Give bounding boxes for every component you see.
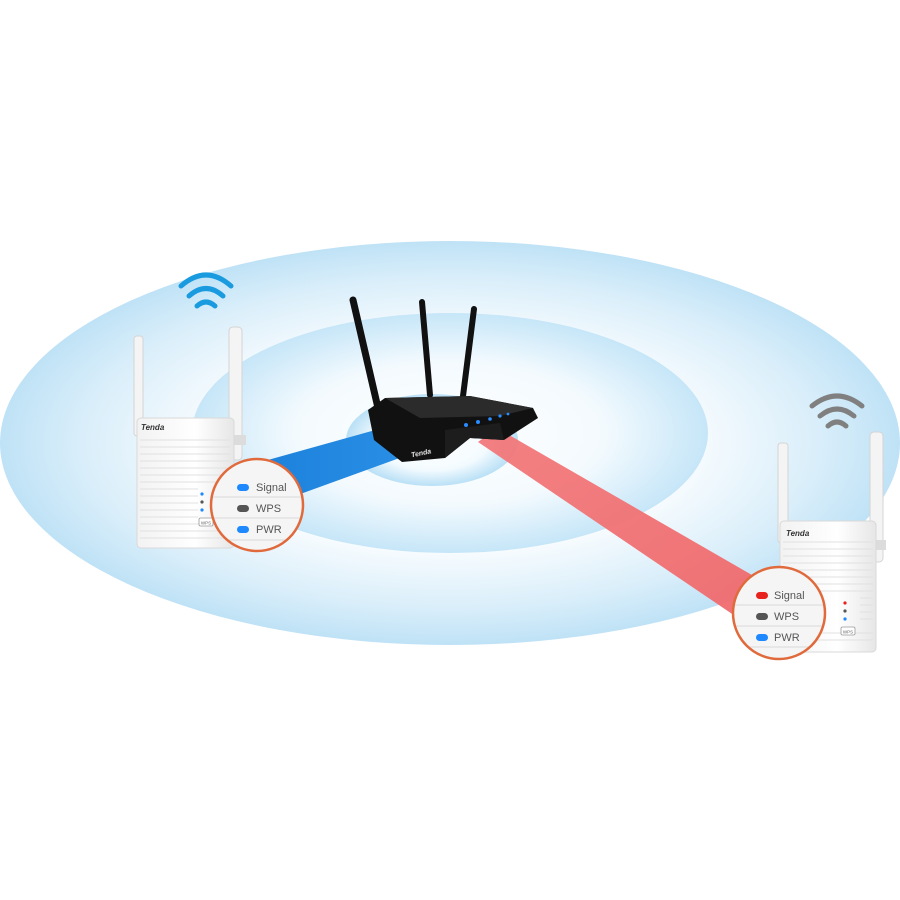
led-pwr-label-left: PWR (256, 524, 282, 536)
led-pwr-indicator-right (756, 634, 768, 641)
extender-right-wps-button-label: WPS (843, 630, 853, 635)
router-antenna-middle (419, 299, 433, 398)
led-wps-label-left: WPS (256, 503, 281, 515)
weak-link-beam (478, 428, 764, 622)
led-pwr-label-right: PWR (774, 632, 800, 644)
extender-left-led-callout: Signal WPS PWR (209, 457, 305, 553)
router: Tenda (349, 296, 538, 462)
extender-right-led-callout: Signal WPS PWR (731, 565, 827, 661)
led-wps-indicator-right (756, 613, 768, 620)
led-signal-indicator-left (237, 484, 249, 491)
led-signal-indicator-right (756, 592, 768, 599)
extender-left-vent-lines (140, 439, 230, 539)
router-antenna-right (459, 306, 477, 407)
led-wps-label-right: WPS (774, 611, 799, 623)
router-brand: Tenda (411, 448, 432, 459)
extender-left-wps-button-label: WPS (201, 521, 211, 526)
wifi-strong-icon (178, 272, 234, 309)
wifi-weak-icon (809, 393, 865, 429)
extender-left: Tenda WPS (133, 326, 246, 549)
extender-right-brand: Tenda (786, 529, 810, 538)
led-signal-label-right: Signal (774, 590, 805, 602)
router-antenna-left (349, 296, 382, 412)
led-pwr-indicator-left (237, 526, 249, 533)
extender-right-wps-button[interactable] (840, 626, 856, 636)
led-signal-label-left: Signal (256, 482, 287, 494)
extender-left-brand: Tenda (141, 423, 165, 432)
led-wps-indicator-left (237, 505, 249, 512)
